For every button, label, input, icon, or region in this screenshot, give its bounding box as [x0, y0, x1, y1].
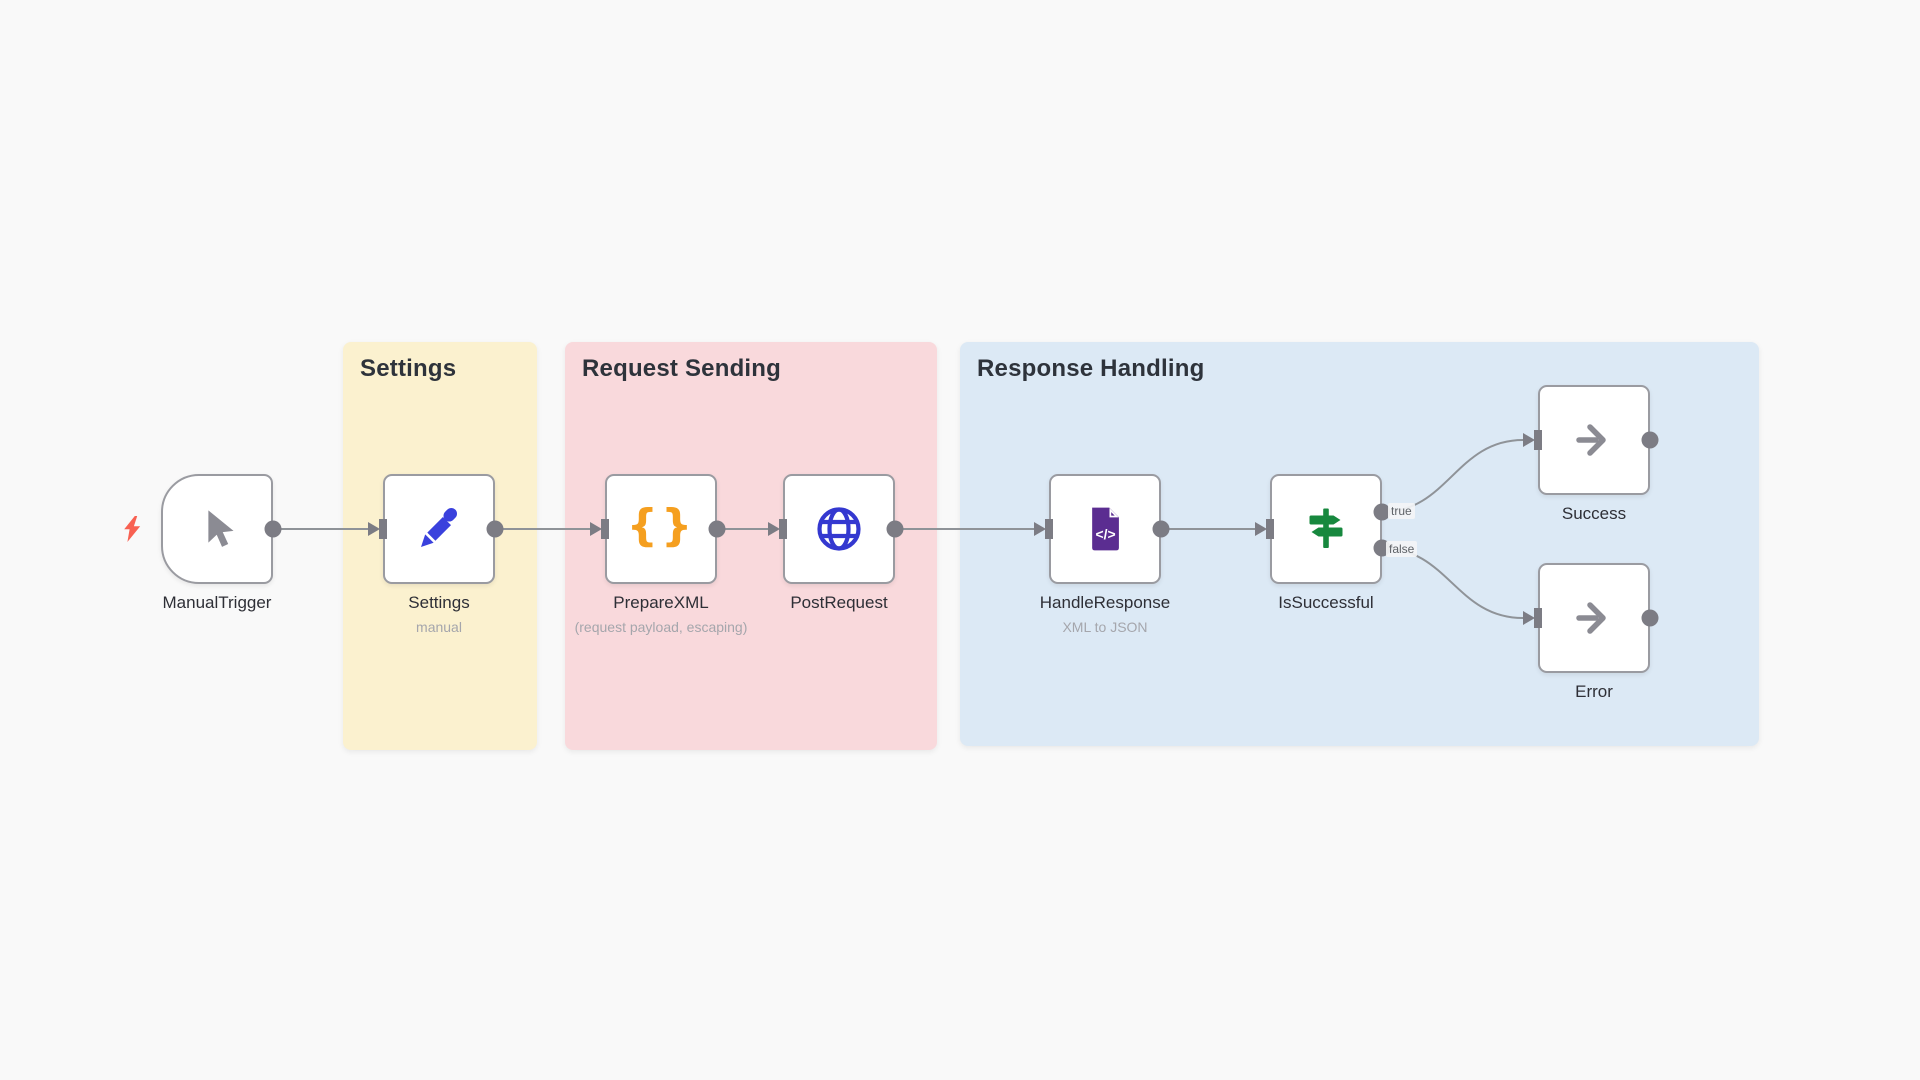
- group-response-handling-title: Response Handling: [977, 355, 1205, 382]
- node-label-success: Success: [1434, 504, 1754, 524]
- cursor-icon: [208, 510, 234, 547]
- node-title: Settings: [408, 593, 470, 612]
- node-title: PrepareXML: [613, 593, 709, 612]
- group-request-sending-title: Request Sending: [582, 355, 782, 382]
- node-postrequest[interactable]: [783, 474, 895, 584]
- node-label-issuccessful: IsSuccessful: [1166, 593, 1486, 613]
- node-settings[interactable]: [383, 474, 495, 584]
- group-settings-title: Settings: [360, 355, 457, 382]
- node-title: ManualTrigger: [162, 593, 272, 612]
- trigger-bolt-icon: [124, 516, 141, 542]
- node-preparexml[interactable]: {}: [605, 474, 717, 584]
- svg-text:</>: </>: [1095, 526, 1115, 542]
- node-error[interactable]: [1538, 563, 1650, 673]
- arrow-right-icon: [1576, 602, 1606, 634]
- node-title: HandleResponse: [1039, 593, 1171, 612]
- node-title: PostRequest: [790, 593, 888, 612]
- signpost-icon: [1309, 508, 1343, 548]
- node-title: Success: [1561, 504, 1627, 523]
- braces-icon: {}: [626, 499, 696, 551]
- node-label-settings: Settings manual: [279, 593, 599, 635]
- file-code-icon: </>: [1092, 507, 1119, 551]
- node-title: Error: [1575, 682, 1613, 701]
- pencil-icon: [421, 508, 458, 547]
- arrow-right-icon: [1576, 424, 1606, 456]
- node-subtitle: XML to JSON: [1062, 619, 1148, 635]
- node-issuccessful[interactable]: [1270, 474, 1382, 584]
- node-manualtrigger[interactable]: [161, 474, 273, 584]
- globe-icon: [817, 507, 861, 551]
- node-label-manualtrigger: ManualTrigger: [57, 593, 377, 613]
- node-label-error: Error: [1434, 682, 1754, 702]
- node-label-handleresponse: HandleResponse XML to JSON: [945, 593, 1265, 635]
- node-label-preparexml: PrepareXML (request payload, escaping): [501, 593, 821, 635]
- node-subtitle: (request payload, escaping): [574, 619, 748, 635]
- node-handleresponse[interactable]: </>: [1049, 474, 1161, 584]
- node-success[interactable]: [1538, 385, 1650, 495]
- edge-label-true: true: [1388, 503, 1415, 519]
- node-title: IsSuccessful: [1278, 593, 1374, 612]
- node-subtitle: manual: [416, 619, 462, 635]
- node-label-postrequest: PostRequest: [679, 593, 999, 613]
- edge-label-false: false: [1386, 541, 1418, 557]
